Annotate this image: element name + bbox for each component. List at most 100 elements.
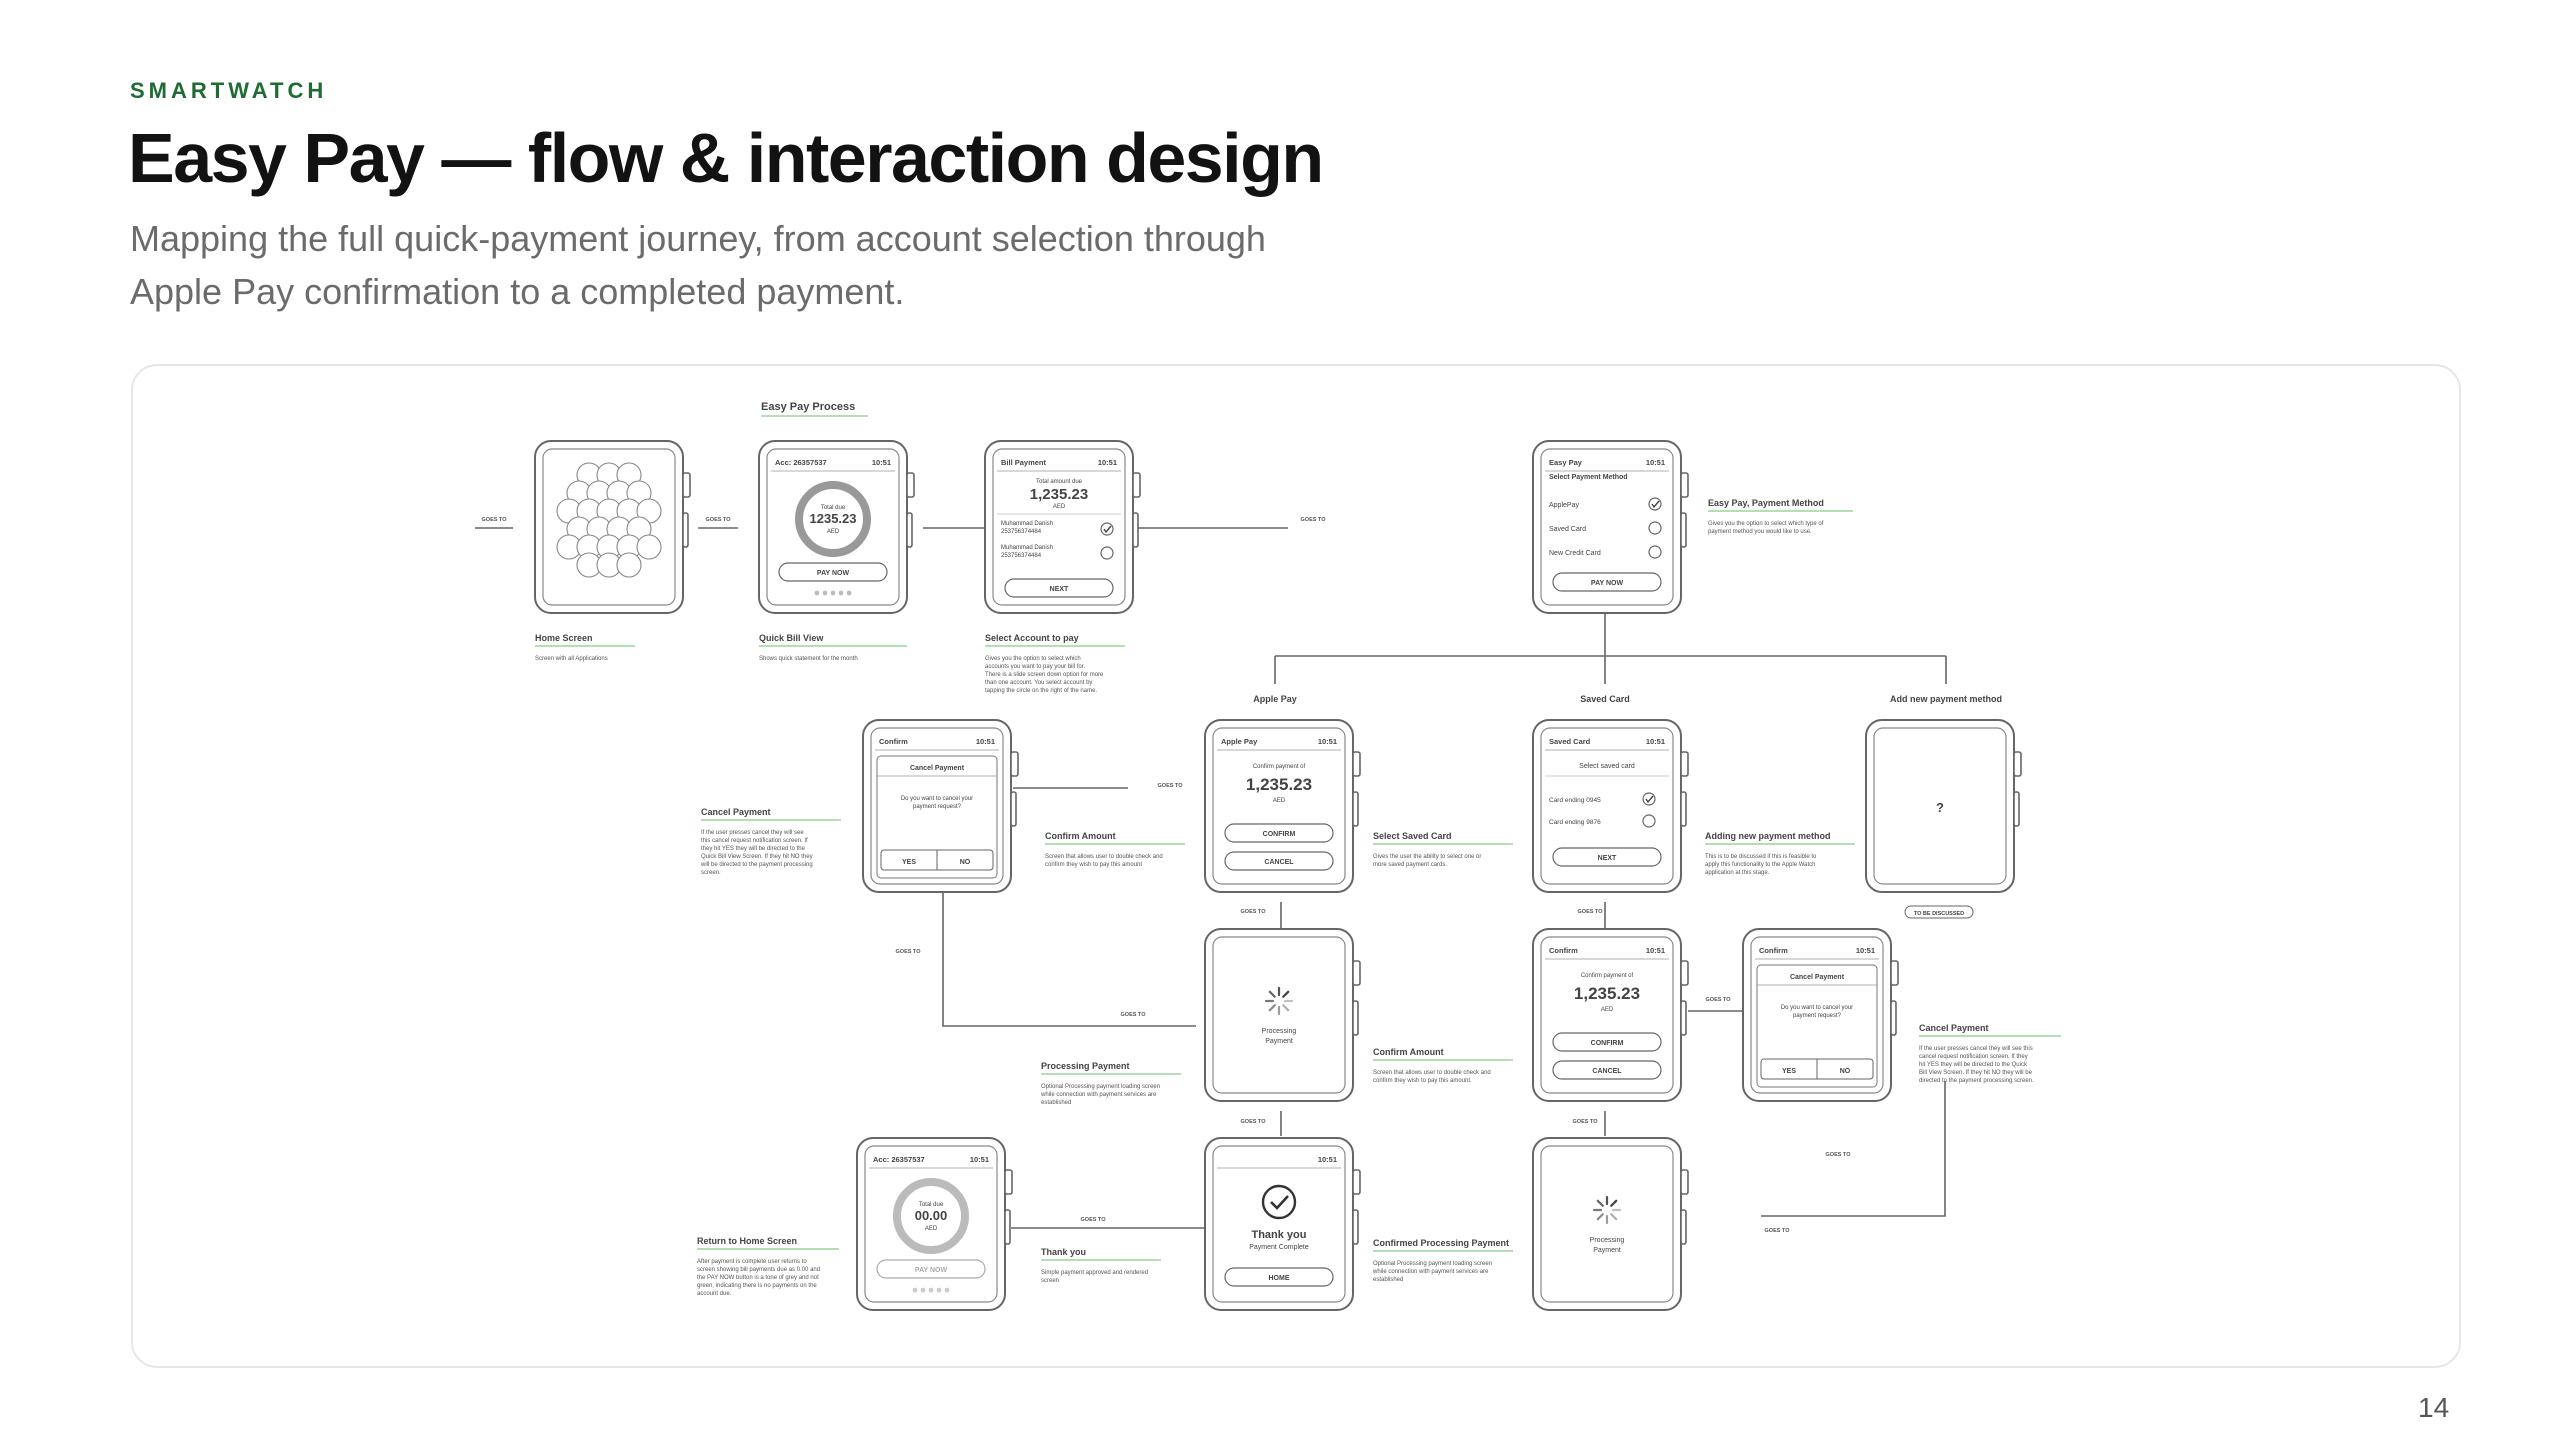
screen-description: Gives the user the ability to select one…	[1373, 854, 1481, 868]
watch-side-button	[682, 512, 689, 548]
watch-side-button	[1680, 1209, 1687, 1245]
branch-label-saved-card: Saved Card	[1580, 694, 1630, 704]
watch-side-button	[1680, 512, 1687, 548]
tag-label: TO BE DISCUSSED	[1914, 911, 1964, 917]
watch-crown	[1132, 472, 1141, 498]
watch-screen	[1540, 448, 1674, 606]
watch-side-button	[1132, 512, 1139, 548]
button-label: NEXT	[1598, 855, 1617, 862]
screen-time: 10:51	[1646, 946, 1665, 955]
diagram-text: Muhammad Danish	[1001, 521, 1053, 527]
question-mark: ?	[1936, 800, 1944, 815]
watch-new-payment-method: ?	[1865, 719, 2022, 893]
button-label: PAY NOW	[1591, 580, 1624, 587]
diagram-text: Select Payment Method	[1549, 474, 1628, 481]
watch-home-screen	[534, 440, 691, 614]
screen-caption: Confirmed Processing Payment	[1373, 1238, 1509, 1248]
screen-caption: Thank you	[1041, 1247, 1086, 1257]
screen-description: If the user presses cancel they will see…	[700, 830, 813, 876]
check-mark	[1645, 795, 1654, 804]
watch-screen	[1540, 727, 1674, 885]
diagram-text: AED	[925, 1226, 938, 1232]
page-dot	[928, 1287, 934, 1293]
screen-caption: Confirm Amount	[1045, 831, 1116, 841]
screen-time: 10:51	[1318, 737, 1337, 746]
screen-caption: Quick Bill View	[759, 633, 824, 643]
cancel-button	[1224, 851, 1334, 871]
watch-crown	[1890, 960, 1899, 986]
diagram-text: 1,235.23	[1030, 486, 1088, 503]
process-title: Easy Pay Process	[761, 401, 855, 413]
watch-side-button	[2013, 791, 2020, 827]
radio-empty	[1100, 546, 1114, 560]
screen-description: If the user presses cancel they will see…	[1919, 1046, 2034, 1084]
screen-caption: Home Screen	[535, 633, 593, 643]
screen-description: Screen that allows user to double check …	[1373, 1070, 1491, 1084]
watch-side-button	[1352, 1000, 1359, 1036]
screen-description: Screen with all Applications	[535, 656, 608, 662]
goes-to-label: GOES TO	[706, 517, 732, 523]
radio-checked	[1642, 792, 1656, 806]
watch-side-button	[1680, 1000, 1687, 1036]
page-dot	[822, 590, 828, 596]
watch-side-button	[1004, 1209, 1011, 1245]
diagram-text: ApplePay	[1549, 502, 1579, 509]
page-dot	[846, 590, 852, 596]
screen-description: Screen that allows user to double check …	[1045, 854, 1163, 868]
flow-connector	[1761, 1081, 1946, 1217]
diagram-text: Total due	[821, 505, 846, 511]
screen-caption: Select Saved Card	[1373, 831, 1452, 841]
watch-screen	[1212, 727, 1346, 885]
spinner-tick	[1268, 990, 1276, 998]
screen-header: Acc: 26357537	[775, 458, 827, 467]
diagram-text: 253756374484	[1001, 553, 1042, 559]
watch-screen	[1873, 727, 2007, 885]
screen-caption: Return to Home Screen	[697, 1236, 797, 1246]
watch-side-button	[1010, 791, 1017, 827]
goes-to-label: GOES TO	[1573, 1119, 1599, 1125]
goes-to-label: GOES TO	[1765, 1228, 1791, 1234]
screen-description: Optional Processing payment loading scre…	[1040, 1084, 1160, 1106]
pay-now-button-disabled	[876, 1259, 986, 1279]
watch-screen	[1540, 936, 1674, 1094]
app-icon	[616, 552, 642, 578]
goes-to-label: GOES TO	[1081, 1217, 1107, 1223]
spinner-tick	[1268, 1004, 1276, 1012]
watch-crown	[1680, 1169, 1689, 1195]
watch-side-button	[1352, 1209, 1359, 1245]
check-mark	[1103, 525, 1112, 534]
section-eyebrow: SMARTWATCH	[130, 78, 328, 103]
goes-to-label: GOES TO	[1578, 909, 1604, 915]
button-label: CANCEL	[1264, 859, 1294, 866]
page-dot	[920, 1287, 926, 1293]
page-dot	[936, 1287, 942, 1293]
screen-header: Easy Pay	[1549, 458, 1583, 467]
diagram-text: Card ending 0945	[1549, 797, 1601, 804]
screen-description: This is to be discussed if this is feasi…	[1705, 854, 1817, 876]
confirm-button	[1552, 1032, 1662, 1052]
goes-to-label: GOES TO	[1301, 517, 1327, 523]
diagram-text: AED	[1601, 1007, 1614, 1013]
next-button	[1552, 847, 1662, 867]
screen-time: 10:51	[1646, 737, 1665, 746]
screen-time: 10:51	[872, 458, 891, 467]
diagram-text: Card ending 9876	[1549, 819, 1601, 826]
goes-to-label: GOES TO	[482, 517, 508, 523]
screen-caption: Select Account to pay	[985, 633, 1079, 643]
watch-screen	[992, 448, 1126, 606]
button-label: NEXT	[1050, 586, 1069, 593]
diagram-text: 1235.23	[810, 511, 857, 526]
screen-time: 10:51	[970, 1155, 989, 1164]
check-mark	[1651, 500, 1660, 509]
